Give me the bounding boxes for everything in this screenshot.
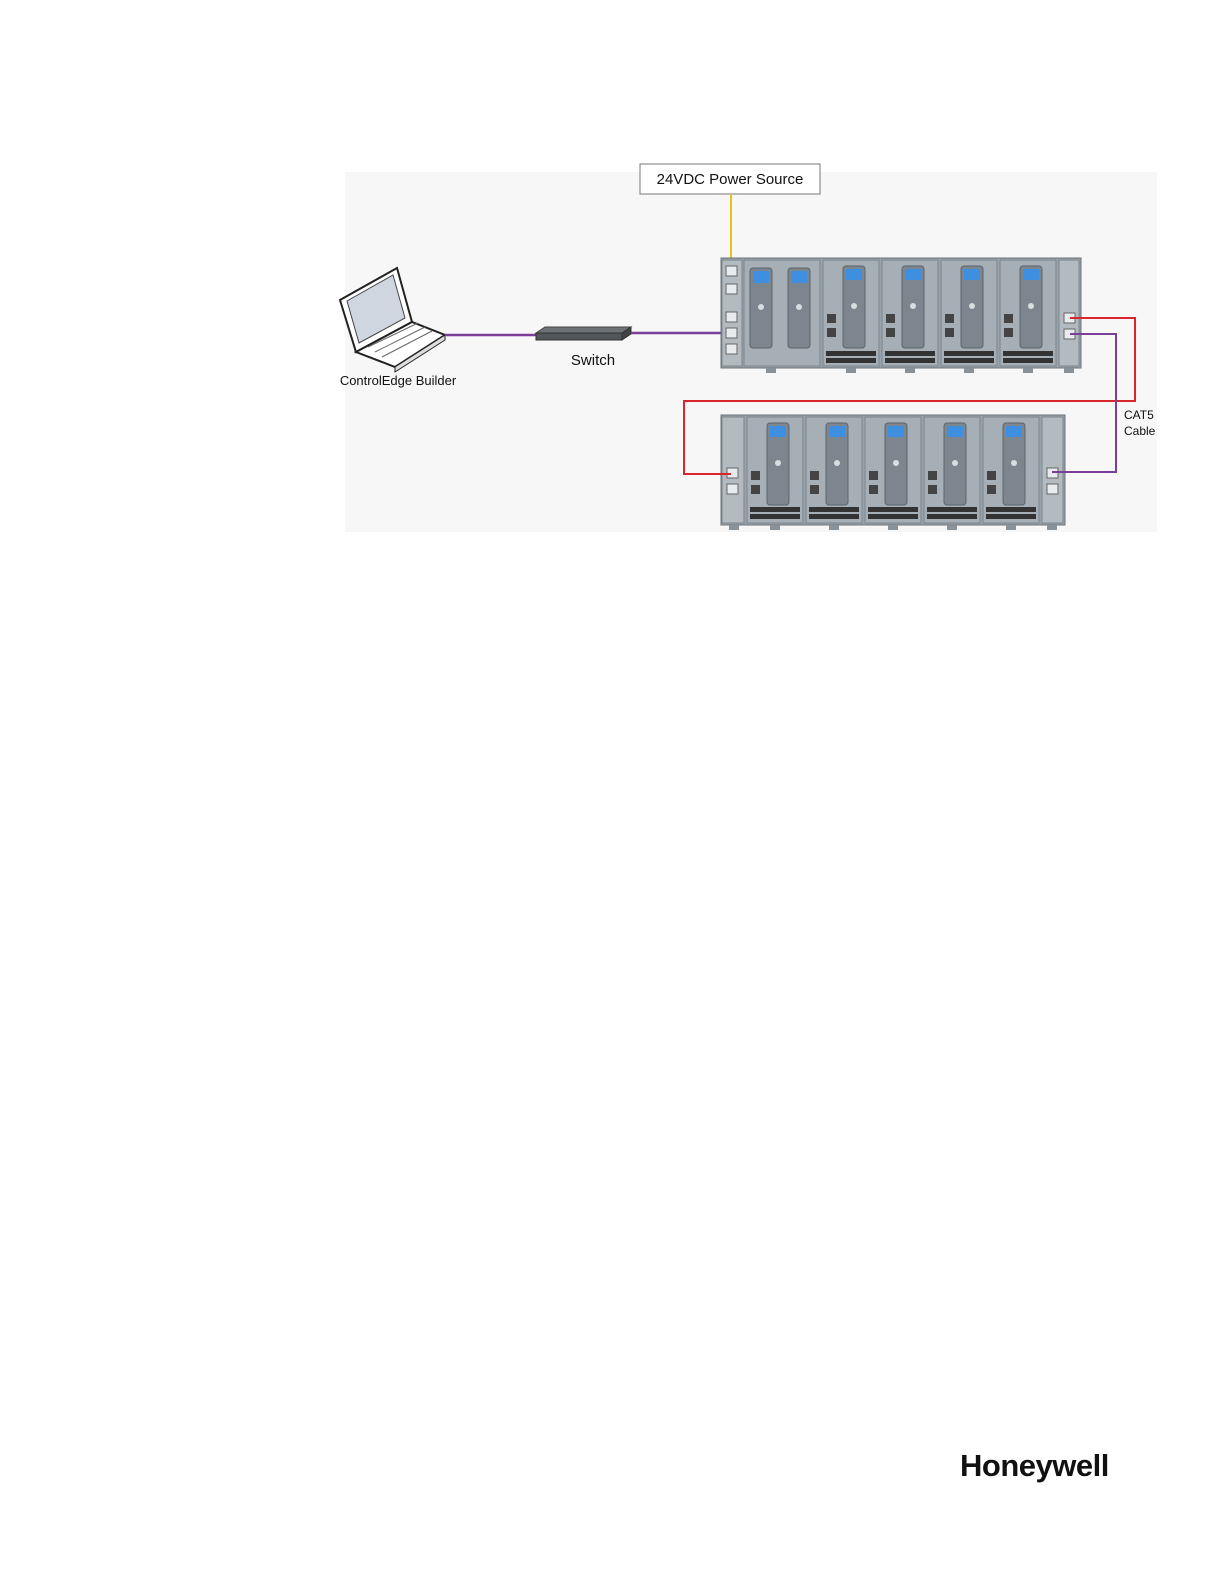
power-source-label: 24VDC Power Source [657, 171, 804, 188]
io-module [882, 260, 938, 366]
io-module [747, 417, 803, 523]
controller-module [744, 260, 820, 366]
io-module [983, 417, 1039, 523]
io-module [941, 260, 997, 366]
switch-icon [536, 327, 631, 340]
io-module [823, 260, 879, 366]
io-module [1000, 260, 1056, 366]
io-module [865, 417, 921, 523]
io-module [924, 417, 980, 523]
io-module [806, 417, 862, 523]
cable-label-line1: CAT5 [1124, 408, 1154, 422]
expansion-rack [721, 415, 1065, 530]
laptop-label: ControlEdge Builder [340, 373, 457, 388]
switch-label: Switch [571, 352, 615, 369]
controller-rack [721, 258, 1081, 373]
cable-label-line2: Cable [1124, 424, 1156, 438]
honeywell-logo: Honeywell [960, 1448, 1109, 1484]
